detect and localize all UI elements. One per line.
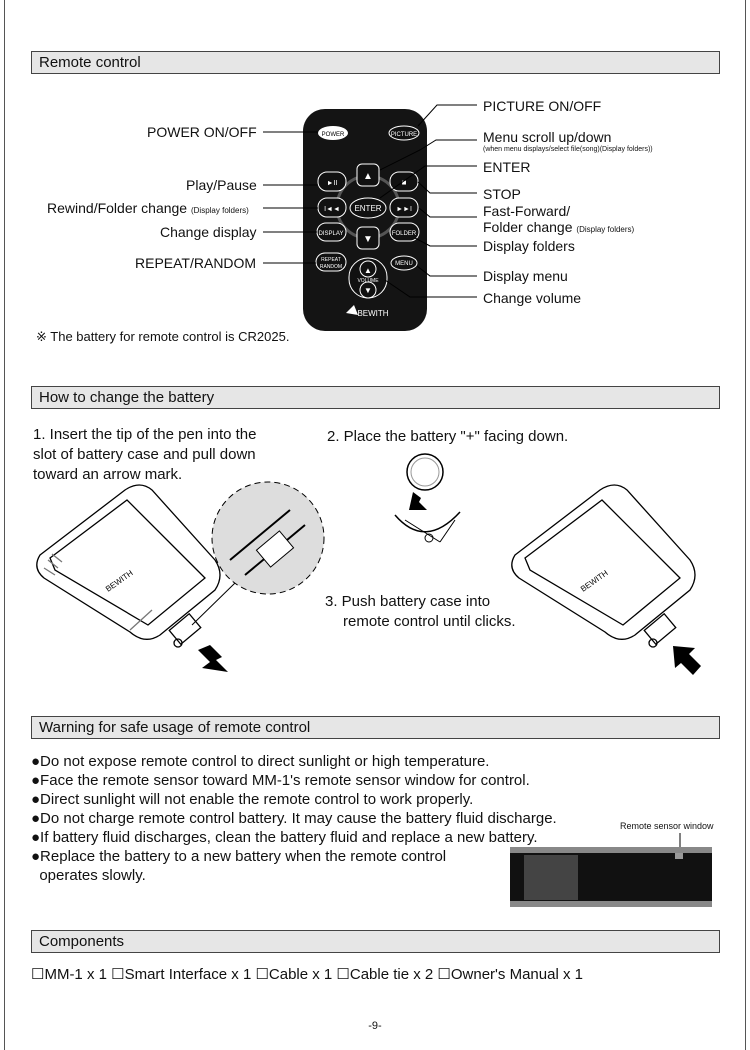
menu-button [390, 255, 418, 271]
label-change-display: Change display [160, 224, 257, 240]
battery-step-2: 2. Place the battery "+" facing down. [327, 428, 569, 445]
page-border-right [745, 0, 746, 1050]
svg-text:▲: ▲ [363, 171, 373, 182]
svg-text:▲: ▲ [364, 266, 372, 275]
svg-text:MENU: MENU [395, 261, 413, 267]
section-header-warning: Warning for safe usage of remote control [31, 716, 720, 739]
list-item: ●Do not expose remote control to direct … [31, 753, 490, 770]
svg-text:VOLUME: VOLUME [357, 278, 379, 284]
down-button [356, 226, 380, 250]
svg-text:▼: ▼ [364, 286, 372, 295]
ffw-button [389, 197, 419, 218]
enter-button [349, 197, 387, 219]
components-list: ☐MM-1 x 1 ☐Smart Interface x 1 ☐Cable x … [31, 966, 583, 983]
section-header-components: Components [31, 930, 720, 953]
svg-text:►►I: ►►I [396, 206, 412, 213]
list-item: operates slowly. [31, 867, 146, 884]
svg-text:ENTER: ENTER [354, 204, 381, 213]
label-power: POWER ON/OFF [147, 124, 257, 140]
list-item: ●Direct sunlight will not enable the rem… [31, 791, 474, 808]
list-item: ●Do not charge remote control battery. I… [31, 810, 557, 827]
page-border-left [4, 0, 5, 1050]
svg-text:DISPLAY: DISPLAY [319, 231, 344, 237]
remote-back-illustration-2: BEWITH [511, 484, 701, 675]
svg-text:POWER: POWER [322, 132, 345, 138]
label-ffw-1: Fast-Forward/ [483, 203, 571, 219]
label-menu-scroll-note: (when menu displays/select file(song)(Di… [483, 146, 653, 153]
sensor-window-label: Remote sensor window [620, 821, 714, 831]
label-enter: ENTER [483, 159, 531, 175]
svg-text:I◄◄: I◄◄ [324, 206, 340, 213]
list-item: ●Face the remote sensor toward MM-1's re… [31, 772, 530, 789]
label-display-menu: Display menu [483, 268, 568, 284]
battery-placement-illustration [394, 453, 461, 543]
page-number: -9- [368, 1020, 382, 1032]
section-header-battery: How to change the battery [31, 386, 720, 409]
svg-text:RANDOM: RANDOM [320, 264, 342, 270]
battery-note: ※ The battery for remote control is CR20… [36, 329, 290, 344]
label-ffw-2: Folder change (Display folders) [483, 219, 635, 235]
svg-text:BEWITH: BEWITH [357, 309, 388, 318]
label-change-volume: Change volume [483, 290, 582, 306]
warning-list: ●Do not expose remote control to direct … [31, 752, 557, 885]
play-pause-button [317, 171, 347, 192]
svg-text:■: ■ [402, 178, 407, 187]
volume-down-button [359, 281, 377, 299]
label-stop: STOP [483, 186, 521, 202]
sensor-window-illustration [510, 833, 712, 907]
section-header-remote: Remote control [31, 51, 720, 74]
svg-text:▼: ▼ [363, 234, 373, 245]
remote-back-illustration-1: BEWITH [36, 481, 325, 672]
svg-text:►II: ►II [327, 180, 338, 187]
label-display-folders: Display folders [483, 238, 575, 254]
picture-button [388, 125, 420, 141]
list-item: ●Replace the battery to a new battery wh… [31, 848, 447, 865]
repeat-random-button [315, 252, 347, 272]
volume-up-button [359, 260, 377, 278]
svg-text:REPEAT: REPEAT [321, 257, 341, 263]
label-picture: PICTURE ON/OFF [483, 98, 602, 114]
label-rewind: Rewind/Folder change (Display folders) [47, 200, 249, 216]
list-item: ●If battery fluid discharges, clean the … [31, 829, 538, 846]
svg-text:FOLDER: FOLDER [392, 231, 417, 237]
remote-illustration: POWER PICTURE ►II ■ ▲ I◄◄ ENTER ►►I DISP… [263, 104, 477, 331]
label-play-pause: Play/Pause [186, 177, 257, 193]
label-repeat-random: REPEAT/RANDOM [135, 255, 257, 271]
label-menu-scroll: Menu scroll up/down [483, 129, 612, 145]
up-button [356, 163, 380, 187]
folder-button [389, 222, 420, 242]
power-button [318, 126, 348, 140]
svg-text:PICTURE: PICTURE [391, 132, 417, 138]
